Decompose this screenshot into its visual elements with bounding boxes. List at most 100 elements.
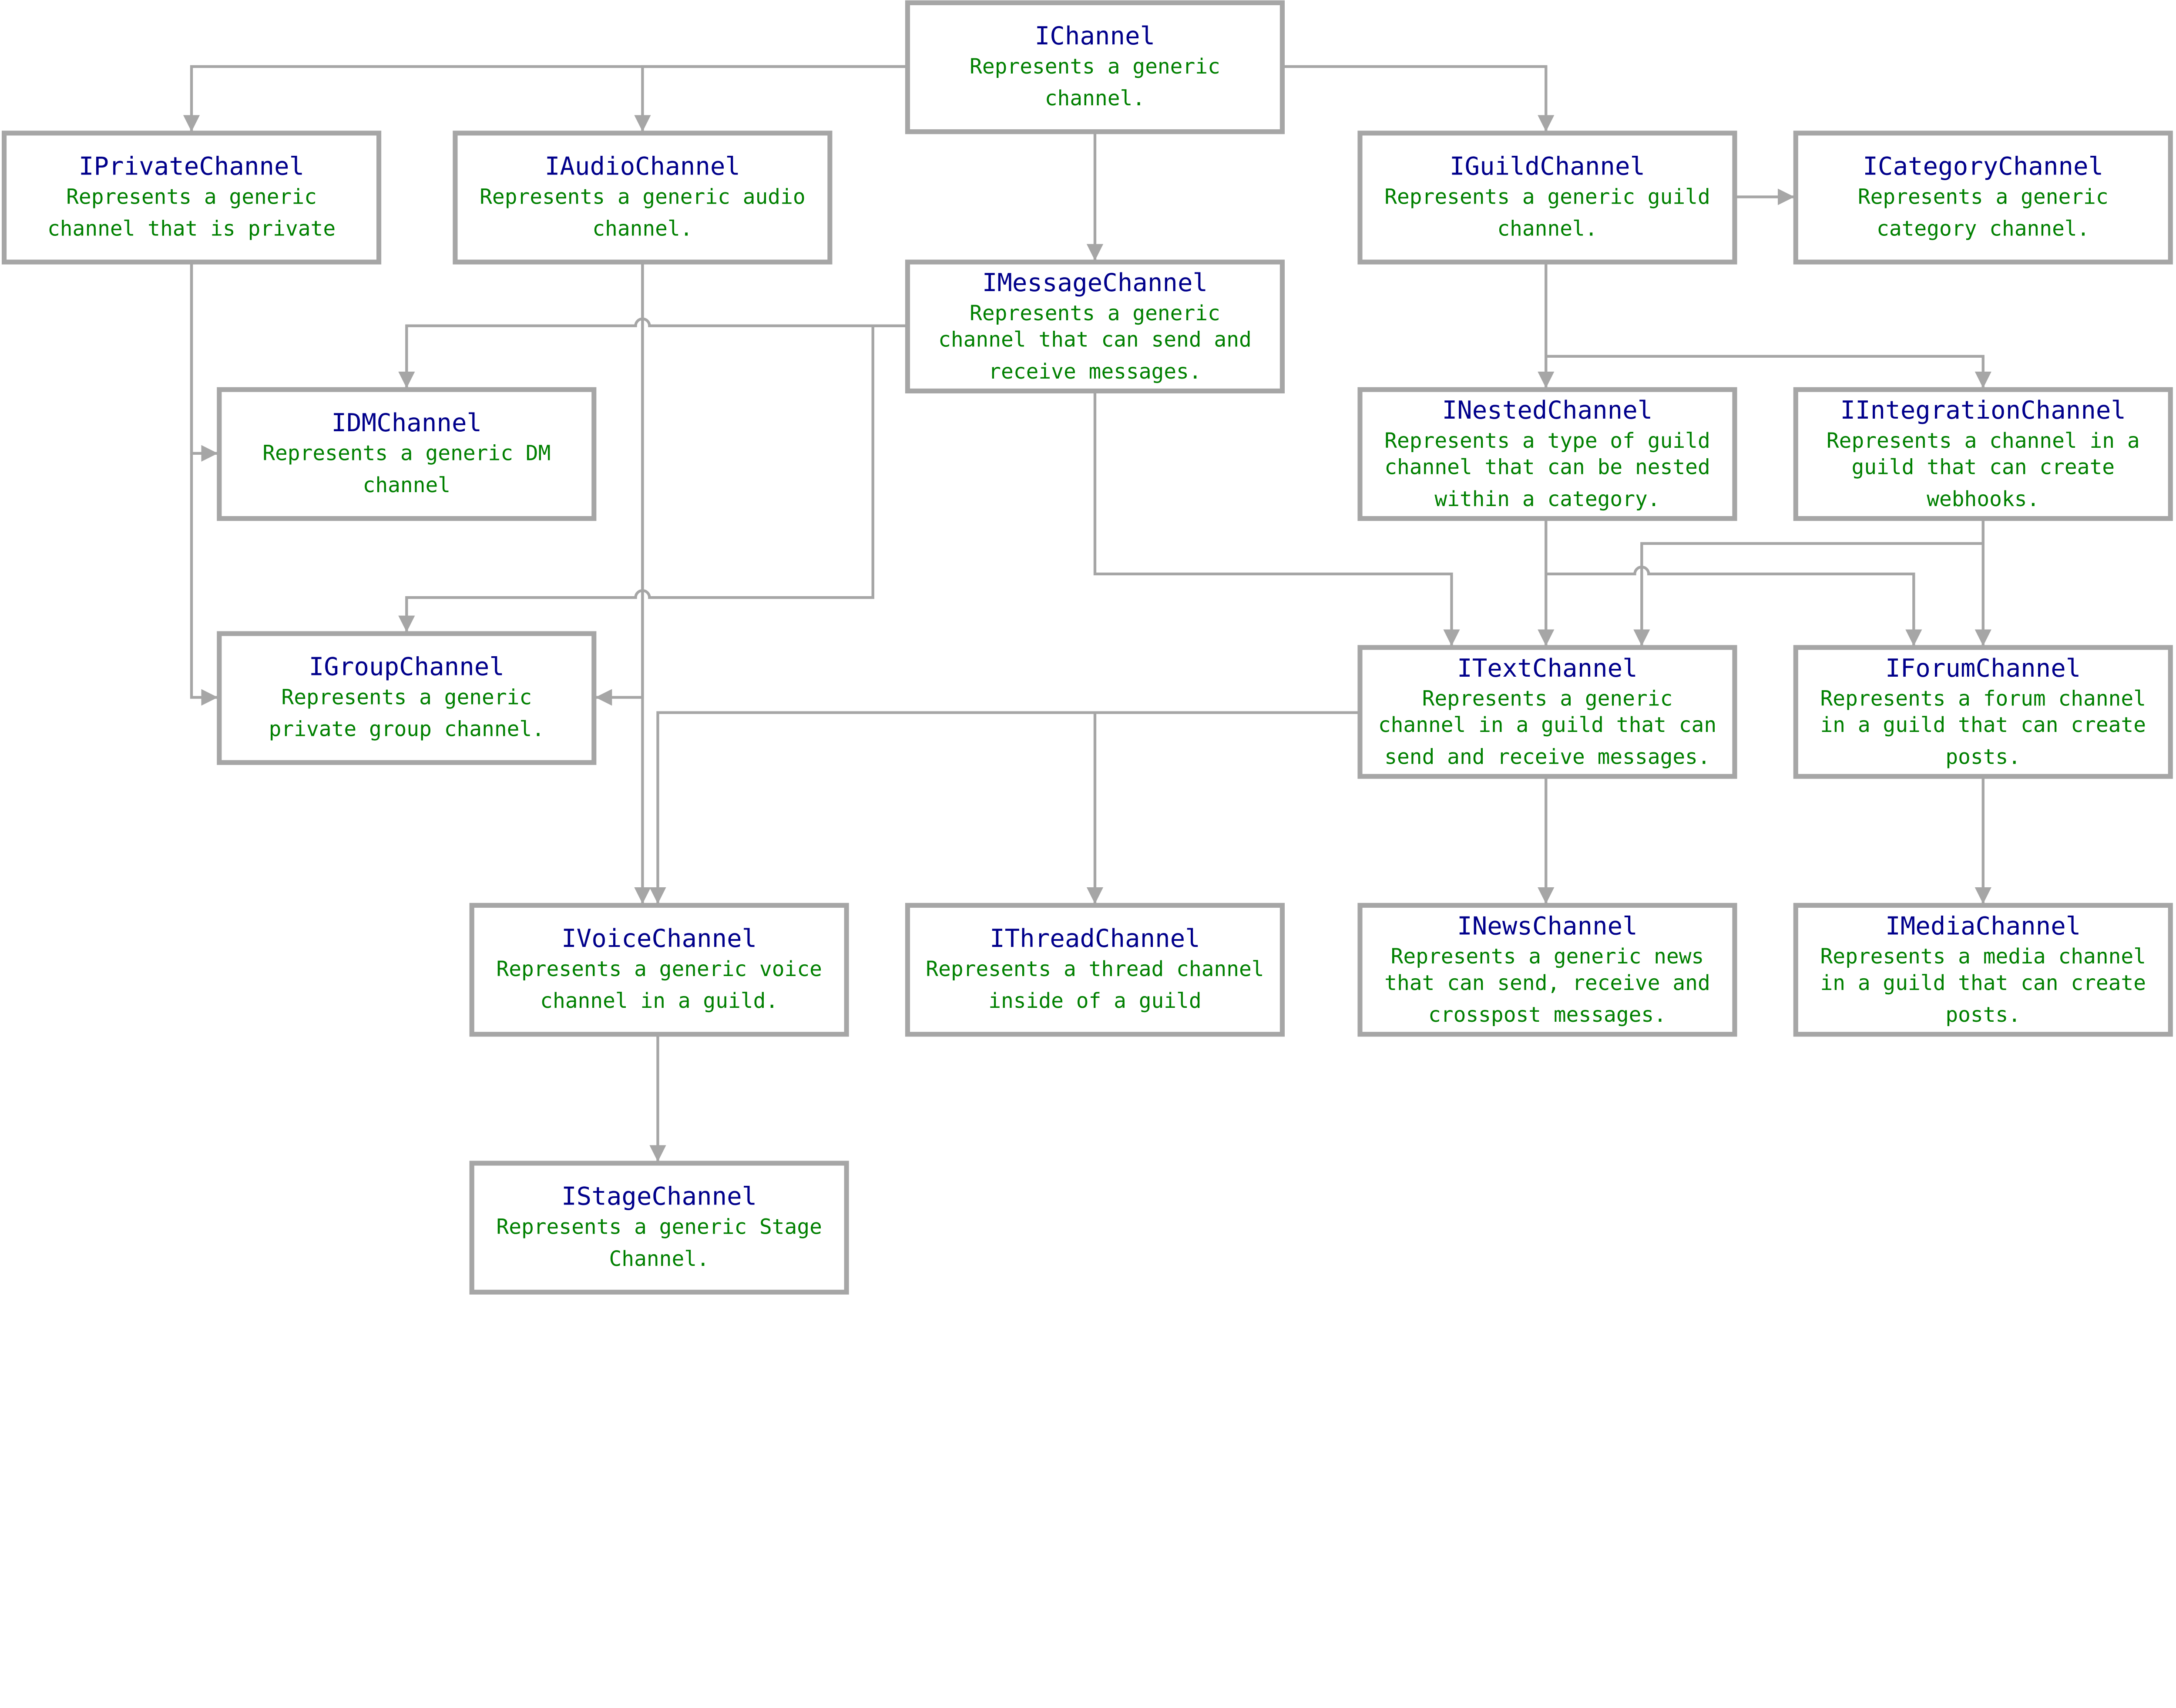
node-box xyxy=(1357,645,1737,779)
edge-ichannel-to-iprivatechannel xyxy=(183,65,908,132)
edges-layer xyxy=(183,65,1991,1162)
node-box xyxy=(1793,903,2173,1037)
edge-imessagechannel-to-idmchannel xyxy=(398,317,908,389)
node-description-line: Represents a generic xyxy=(1422,687,1673,711)
edge-ichannel-to-iguildchannel xyxy=(1282,65,1555,132)
edge-itextchannel-to-ivoicechannel xyxy=(649,711,1360,904)
node-title: ITextChannel xyxy=(1457,654,1638,683)
node-title: IAudioChannel xyxy=(545,151,740,181)
node-box xyxy=(453,131,833,265)
node-description-line: Represents a channel in a xyxy=(1827,429,2140,453)
node-description-line: guild that can create xyxy=(1851,456,2115,480)
node-description-line: Channel. xyxy=(609,1247,709,1271)
node-description-line: channel in a guild. xyxy=(540,989,778,1013)
node-description-line: channel xyxy=(363,473,451,497)
node-description-line: Represents a generic xyxy=(970,55,1220,79)
node-description-line: Represents a generic audio xyxy=(480,185,806,209)
node-title: IVoiceChannel xyxy=(561,924,757,953)
node-box xyxy=(469,903,849,1037)
edge-inestedchannel-to-iforumchannel xyxy=(1546,565,1922,646)
node-box xyxy=(217,387,597,521)
node-description-line: category channel. xyxy=(1877,217,2089,241)
node-description-line: webhooks. xyxy=(1927,487,2039,511)
edge-iintegrationchannel-to-itextchannel xyxy=(1633,520,1985,646)
node-title: IIntegrationChannel xyxy=(1840,396,2126,425)
node-box xyxy=(469,1161,849,1295)
node-description-line: Represents a generic xyxy=(1858,185,2109,209)
node-description-line: in a guild that can create xyxy=(1820,713,2146,737)
node-description-line: Represents a forum channel xyxy=(1820,687,2146,711)
node-title: IStageChannel xyxy=(561,1182,757,1211)
node-title: IGuildChannel xyxy=(1450,151,1645,181)
node-description-line: Represents a thread channel xyxy=(926,957,1264,981)
node-description-line: channel. xyxy=(1045,87,1145,111)
node-description-line: Represents a generic DM xyxy=(262,442,551,466)
node-description-line: channel that can be nested xyxy=(1384,456,1710,480)
node-description-line: Represents a media channel xyxy=(1820,945,2146,969)
node-description-line: Represents a generic voice xyxy=(496,957,822,981)
node-description-line: posts. xyxy=(1945,1003,2021,1027)
node-description-line: Represents a generic xyxy=(66,185,317,209)
node-description-line: in a guild that can create xyxy=(1820,971,2146,995)
node-box xyxy=(1357,387,1737,521)
node-title: IMessageChannel xyxy=(982,268,1208,297)
node-box xyxy=(1793,645,2173,779)
node-description-line: channel in a guild that can xyxy=(1378,713,1716,737)
edge-iprivatechannel-to-idmchannel xyxy=(190,260,218,462)
node-description-line: within a category. xyxy=(1434,487,1660,511)
node-description-line: inside of a guild xyxy=(988,989,1201,1013)
node-description-line: receive messages. xyxy=(988,360,1201,384)
node-description-line: send and receive messages. xyxy=(1384,745,1710,769)
node-box xyxy=(905,903,1285,1037)
node-description-line: Represents a type of guild xyxy=(1384,429,1710,453)
node-description-line: posts. xyxy=(1945,745,2021,769)
node-box xyxy=(905,0,1285,134)
node-description-line: crosspost messages. xyxy=(1428,1003,1666,1027)
node-box xyxy=(905,259,1285,394)
node-description-line: Represents a generic news xyxy=(1391,945,1704,969)
edge-iprivatechannel-to-igroupchannel xyxy=(190,260,218,706)
node-description-line: channel. xyxy=(1497,217,1597,241)
node-title: IPrivateChannel xyxy=(79,151,304,181)
node-box xyxy=(1793,387,2173,521)
node-box xyxy=(1793,131,2173,265)
edge-iguildchannel-to-iintegrationchannel xyxy=(1546,355,1991,389)
node-box xyxy=(1357,903,1737,1037)
node-title: IForumChannel xyxy=(1885,654,2081,683)
node-description-line: channel that is private xyxy=(47,217,336,241)
node-description-line: Represents a generic Stage xyxy=(496,1215,822,1239)
node-description-line: channel that can send and xyxy=(938,328,1252,352)
node-description-line: channel. xyxy=(592,217,692,241)
node-title: IMediaChannel xyxy=(1885,911,2081,940)
node-title: IGroupChannel xyxy=(309,652,504,681)
node-description-line: Represents a generic xyxy=(281,685,532,709)
node-box xyxy=(1,131,382,265)
node-title: INewsChannel xyxy=(1457,911,1638,940)
node-description-line: Represents a generic xyxy=(970,302,1220,325)
edge-ichannel-to-iaudiochannel xyxy=(634,65,908,132)
node-description-line: private group channel. xyxy=(269,718,544,742)
node-title: INestedChannel xyxy=(1442,396,1653,425)
node-description-line: Represents a generic guild xyxy=(1384,185,1710,209)
node-title: ICategoryChannel xyxy=(1863,151,2103,181)
node-box xyxy=(1357,131,1737,265)
